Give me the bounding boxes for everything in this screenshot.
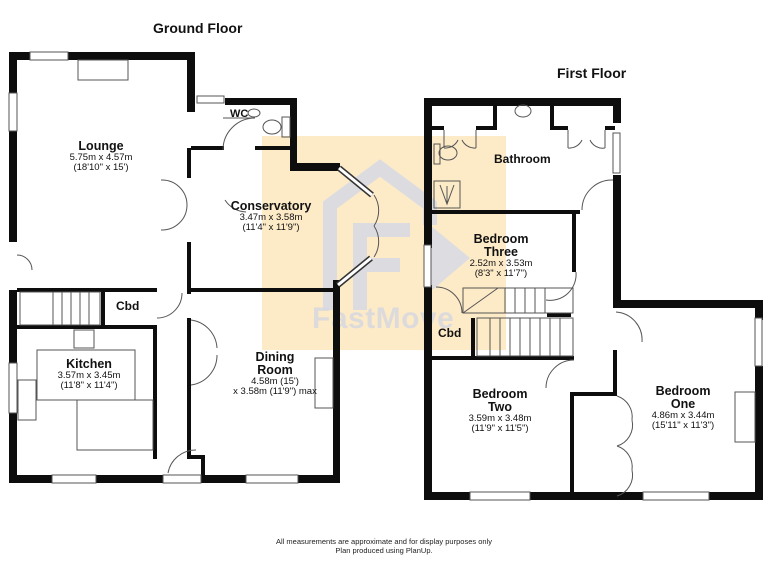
room-name: Kitchen	[66, 357, 112, 371]
disclaimer-line2: Plan produced using PlanUp.	[335, 546, 433, 555]
ground-floor-plan	[8, 51, 380, 484]
room-name-line1: Bedroom	[472, 387, 528, 401]
room-name-line1: Bedroom	[473, 232, 529, 246]
room-name-line1: Bedroom	[655, 384, 711, 398]
room-name-line2: One	[670, 397, 696, 412]
disclaimer-line1: All measurements are approximate and for…	[276, 537, 492, 546]
room-wc: WC	[230, 108, 249, 120]
room-dim-imperial: (11'9" x 11'5")	[471, 423, 529, 435]
room-conservatory: Conservatory 3.47m x 3.58m (11'4" x 11'9…	[216, 199, 326, 234]
room-dim-imperial: (11'8" x 11'4")	[60, 380, 118, 392]
room-bathroom: Bathroom	[494, 152, 551, 166]
ground-floor-fixtures	[16, 59, 380, 474]
room-dim-metric: 4.58m (15')	[251, 376, 299, 388]
room-dim-metric: 3.57m x 3.45m	[57, 370, 121, 382]
room-dim-metric: 4.86m x 3.44m	[651, 410, 715, 422]
room-lounge: Lounge 5.75m x 4.57m (18'10" x 15')	[56, 139, 146, 174]
room-dim-imperial: (8'3" x 11'7")	[474, 268, 528, 280]
first-floor-walls	[424, 98, 763, 500]
room-dim-imperial: x 3.58m (11'9") max	[233, 386, 317, 398]
room-name-line2: Two	[487, 400, 513, 415]
first-floor-title: First Floor	[557, 65, 627, 81]
disclaimer: All measurements are approximate and for…	[0, 537, 768, 555]
room-cbd-first: Cbd	[438, 326, 462, 340]
room-name-line2: Room	[257, 363, 293, 378]
room-name: Lounge	[78, 139, 124, 153]
room-dining: Dining Room 4.58m (15') x 3.58m (11'9") …	[220, 350, 330, 398]
room-dim-metric: 5.75m x 4.57m	[69, 152, 133, 164]
ground-floor-windows	[8, 51, 299, 484]
room-dim-imperial: (11'4" x 11'9")	[242, 222, 300, 234]
first-floor-windows	[423, 132, 763, 501]
room-bedroom-two: Bedroom Two 3.59m x 3.48m (11'9" x 11'5"…	[460, 387, 540, 435]
conservatory-glazing	[336, 165, 374, 288]
first-floor-fixtures	[433, 104, 756, 497]
room-kitchen: Kitchen 3.57m x 3.45m (11'8" x 11'4")	[44, 357, 134, 392]
room-dim-metric: 3.59m x 3.48m	[468, 413, 532, 425]
room-bedroom-one: Bedroom One 4.86m x 3.44m (15'11" x 11'3…	[638, 384, 728, 432]
room-name: Conservatory	[230, 199, 312, 213]
room-name-line1: Dining	[255, 350, 295, 364]
room-bedroom-three: Bedroom Three 2.52m x 3.53m (8'3" x 11'7…	[461, 232, 541, 280]
room-dim-metric: 2.52m x 3.53m	[469, 258, 533, 270]
room-dim-imperial: (18'10" x 15')	[73, 162, 129, 174]
first-floor-plan	[423, 98, 763, 501]
ground-floor-title: Ground Floor	[153, 20, 243, 36]
watermark-arrow-icon	[430, 225, 470, 292]
room-name-line2: Three	[483, 245, 519, 260]
room-dim-imperial: (15'11" x 11'3")	[651, 420, 715, 432]
room-dim-metric: 3.47m x 3.58m	[239, 212, 303, 224]
room-cbd-ground: Cbd	[116, 299, 140, 313]
